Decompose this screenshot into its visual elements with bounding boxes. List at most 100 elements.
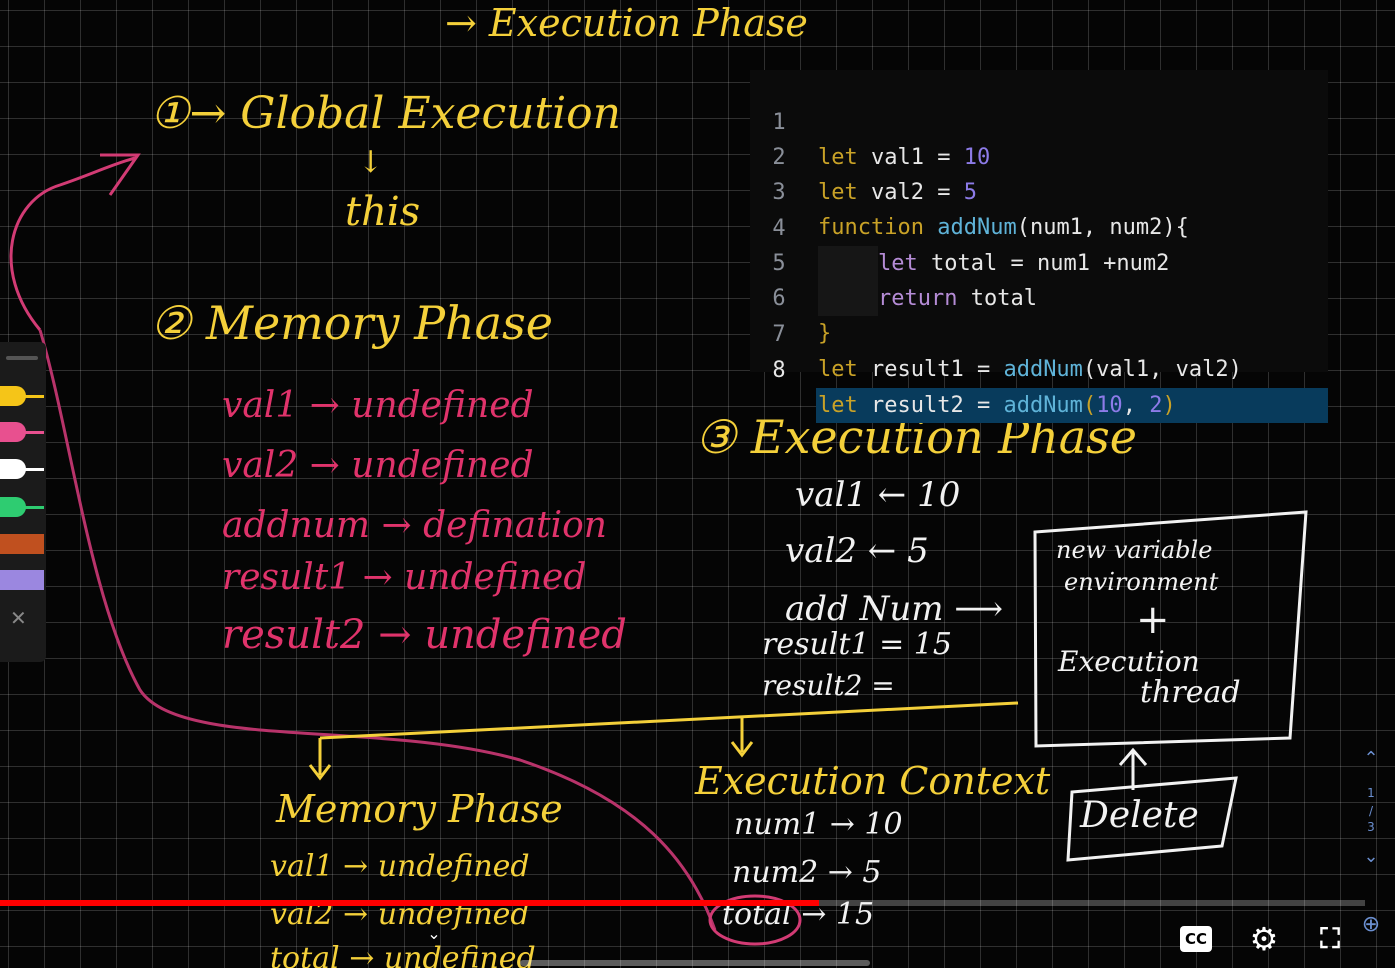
code-keyword: let [818, 357, 858, 382]
code-rest: val2 = [857, 180, 964, 205]
code-number: 5 [963, 180, 977, 205]
top-heading: → Execution Phase [445, 1, 808, 45]
horizontal-scrollbar[interactable] [520, 960, 870, 966]
page-down-icon[interactable]: ⌄ [1363, 846, 1379, 867]
pen-palette[interactable]: ✕ [0, 342, 46, 662]
memory-item: result1 → undefined [222, 557, 587, 598]
box-plus: + [1136, 597, 1170, 643]
code-function: addNum [1003, 357, 1083, 382]
code-text: let result1 = addNum(val1, val2) [816, 352, 1328, 387]
indent-guide [818, 281, 878, 316]
video-progress-bar[interactable] [0, 900, 1365, 906]
code-rest: val1 = [857, 145, 964, 170]
bottom-memory-item: total → undefined [270, 941, 536, 968]
code-line[interactable]: 4 let total = num1 +num2 [750, 176, 1328, 281]
code-line[interactable]: 5 return total [750, 211, 1328, 316]
code-line[interactable]: 3 function addNum(num1, num2){ [750, 140, 1328, 240]
pen-orange[interactable] [0, 534, 44, 554]
code-sep: , [1122, 393, 1150, 418]
pen-pink[interactable] [0, 422, 26, 442]
bottom-memory-item: val1 → undefined [270, 849, 530, 884]
yellow-mid-drop [730, 718, 754, 758]
zoom-icon[interactable]: ⊕ [1361, 912, 1381, 937]
code-function: addNum [1003, 393, 1083, 418]
code-text: let val2 = 5 [816, 175, 1328, 210]
global-execution-heading: ①→ Global Execution [150, 88, 622, 139]
box-execution: Execution [1058, 645, 1200, 678]
code-line[interactable]: 2 let val2 = 5 [750, 105, 1328, 205]
pen-purple[interactable] [0, 570, 44, 590]
line-number: 1 [772, 110, 786, 135]
pen-yellow-tip [24, 395, 44, 398]
execution-item: val1 ← 10 [795, 475, 961, 515]
code-rest: total = num1 +num2 [917, 251, 1170, 276]
execution-context-item: num1 → 10 [734, 807, 903, 842]
code-line-active[interactable]: 8 let result2 = addNum(10, 2) [750, 318, 1328, 423]
page-navigator[interactable]: ⌃ 1 / 3 ⌄ [1358, 748, 1384, 878]
pen-yellow[interactable] [0, 386, 26, 406]
code-keyword: let [818, 180, 858, 205]
code-line[interactable]: 6 } [750, 246, 1328, 346]
pen-green-tip [24, 506, 44, 509]
code-text: let result2 = addNum(10, 2) [816, 388, 1328, 423]
delete-up-arrow [1118, 747, 1148, 790]
code-keyword: let [818, 393, 858, 418]
delete-label: Delete [1080, 795, 1199, 836]
code-text: } [816, 316, 1328, 351]
code-number: 2 [1149, 393, 1163, 418]
memory-item: val1 → undefined [222, 385, 534, 426]
settings-gear-icon[interactable]: ⚙ [1249, 920, 1279, 958]
pink-arrowhead [100, 153, 141, 196]
pen-white-tip [24, 468, 44, 471]
chevron-down-icon[interactable]: ⌄ [427, 924, 441, 943]
code-text: function addNum(num1, num2){ [816, 210, 1328, 245]
code-line[interactable]: 1 let val1 = 10 [750, 70, 1328, 170]
code-text: let total = num1 +num2 [816, 246, 1328, 281]
palette-drag-handle[interactable] [6, 356, 38, 360]
line-number: 4 [772, 216, 786, 241]
code-paren: ) [1162, 393, 1176, 418]
execution-context-heading: Execution Context [695, 759, 1051, 803]
execution-context-item: num2 → 5 [732, 855, 882, 890]
bottom-memory-heading: Memory Phase [276, 787, 563, 831]
page-current: 1 [1367, 786, 1375, 800]
total-circle [708, 894, 802, 946]
line-number: 3 [772, 180, 786, 205]
pen-green[interactable] [0, 497, 26, 517]
code-keyword: function [818, 215, 924, 240]
code-keyword: return [878, 286, 958, 311]
captions-button[interactable]: CC [1180, 926, 1212, 952]
line-number: 7 [772, 322, 786, 347]
code-rest: total [957, 286, 1037, 311]
delete-box [1066, 776, 1238, 862]
execution-item: val2 ← 5 [785, 531, 929, 571]
code-args: (val1, val2) [1082, 357, 1242, 382]
code-line[interactable]: 7 let result1 = addNum(val1, val2) [750, 282, 1328, 382]
code-text: let val1 = 10 [816, 140, 1328, 175]
memory-item: addnum → defination [222, 505, 607, 546]
palette-close-icon[interactable]: ✕ [10, 606, 27, 630]
page-up-icon[interactable]: ⌃ [1363, 748, 1379, 769]
code-editor[interactable]: 1 let val1 = 10 2 let val2 = 5 3 functio… [750, 70, 1328, 423]
code-rest: (num1, num2){ [1016, 215, 1189, 240]
thread-box [1033, 510, 1308, 748]
box-thread: thread [1140, 675, 1241, 710]
yellow-branch-line [319, 701, 1019, 740]
exit-fullscreen-icon[interactable]: ⛶ [1320, 922, 1340, 955]
code-number: 10 [1096, 393, 1123, 418]
video-progress-fill [0, 900, 819, 906]
code-rest: result1 = [857, 357, 1004, 382]
code-text: return total [816, 281, 1328, 316]
pink-curve-stroke [38, 329, 717, 931]
pen-pink-tip [24, 431, 44, 434]
code-paren: ( [1082, 393, 1097, 418]
line-number: 5 [772, 251, 786, 276]
line-number: 8 [772, 358, 786, 383]
pen-white[interactable] [0, 459, 26, 479]
code-number: 10 [963, 145, 991, 170]
code-keyword: let [818, 145, 858, 170]
this-label: this [345, 189, 421, 235]
execution-item: result2 = [762, 669, 895, 702]
